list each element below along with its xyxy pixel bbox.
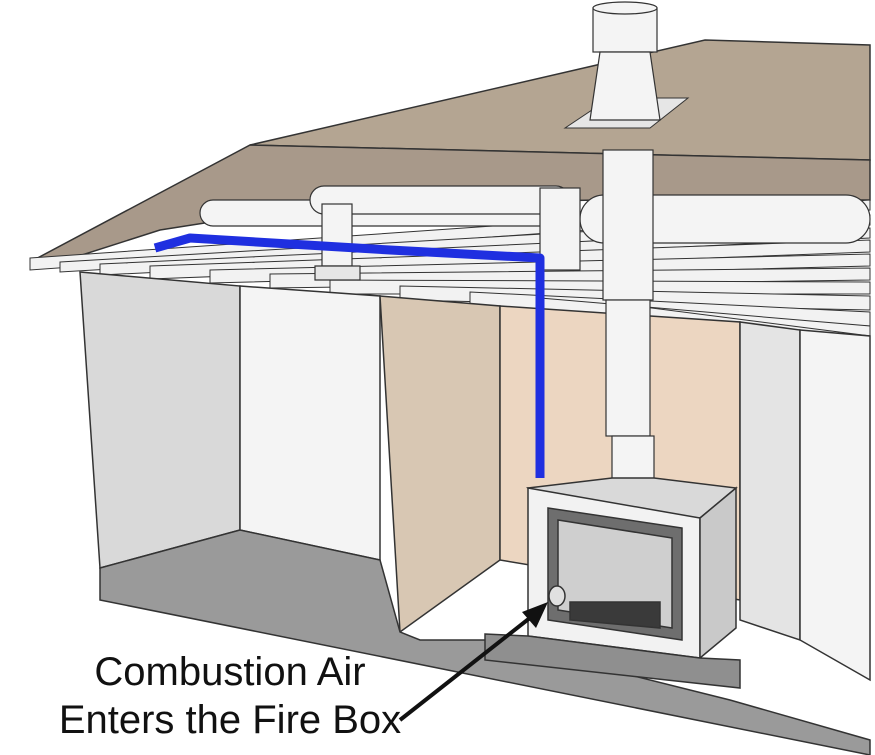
arrow-icon [398, 602, 548, 722]
diagram-caption: Combustion Air Enters the Fire Box [40, 648, 420, 744]
caption-line-1: Combustion Air [94, 650, 366, 694]
fire-box [484, 477, 741, 689]
combustion-air-line [153, 233, 545, 478]
chimney-pipe [589, 1, 661, 485]
caption-line-2: Enters the Fire Box [58, 698, 402, 742]
